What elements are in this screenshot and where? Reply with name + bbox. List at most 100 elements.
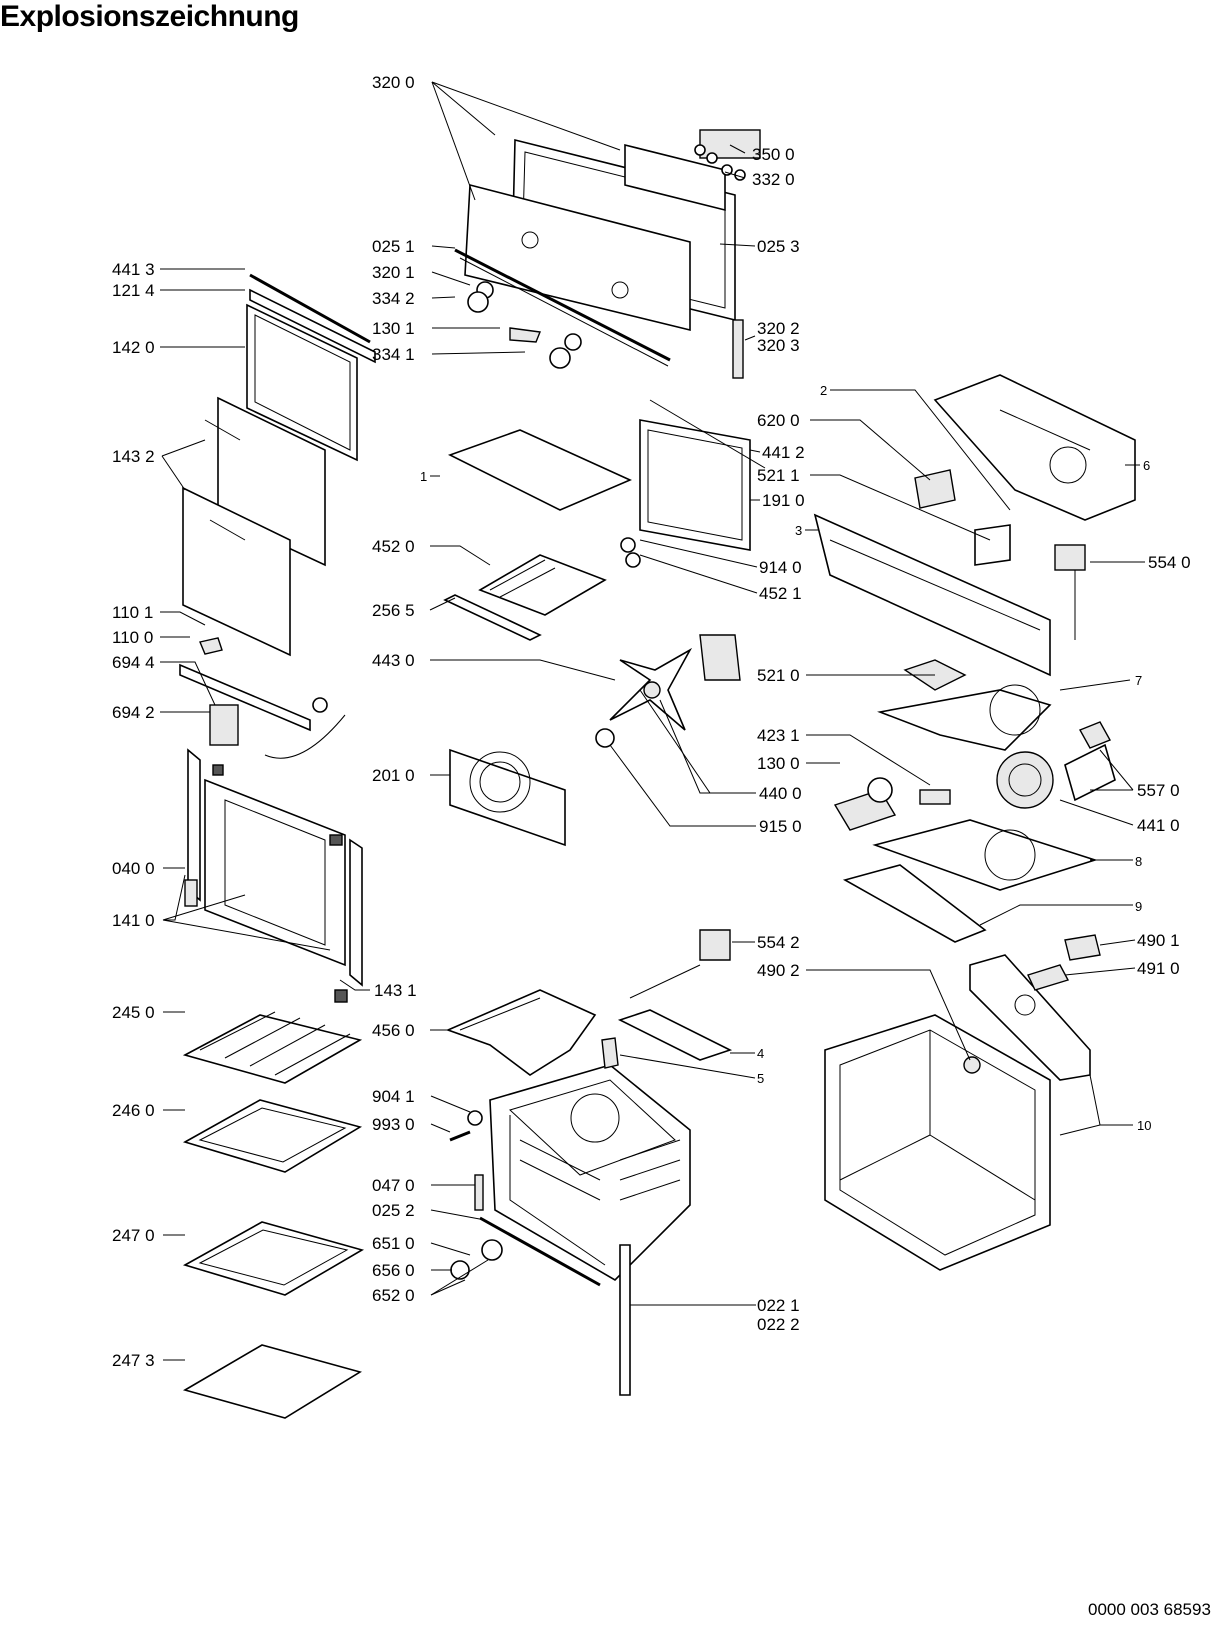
label-521-1: 521 1 (757, 466, 800, 485)
part-door-seal (639, 419, 751, 551)
leader-lines (160, 81, 1145, 1361)
label-247-0: 247 0 (112, 1226, 155, 1245)
part-tray-247 (182, 1221, 365, 1296)
label-025-2: 025 2 (372, 1201, 415, 1220)
label-554-2: 554 2 (757, 933, 800, 952)
label-652-0: 652 0 (372, 1286, 415, 1305)
part-housing-frame (824, 1014, 1051, 1271)
label-022-1: 022 1 (757, 1296, 800, 1315)
label-121-4: 121 4 (112, 281, 155, 300)
label-3: 3 (795, 523, 802, 538)
label-904-1: 904 1 (372, 1087, 415, 1106)
label-022-2: 022 2 (757, 1315, 800, 1334)
part-plate-7 (877, 689, 1052, 751)
label-443-0: 443 0 (372, 651, 415, 670)
part-cooling-housing (933, 374, 1136, 521)
label-6: 6 (1143, 458, 1150, 473)
part-hinge-047 (474, 1174, 484, 1211)
label-245-0: 245 0 (112, 1003, 155, 1022)
label-557-0: 557 0 (1137, 781, 1180, 800)
page-title: Explosionszeichnung (0, 0, 299, 33)
label-620-0: 620 0 (757, 411, 800, 430)
part-rear-support (813, 513, 1051, 677)
part-shapes (179, 129, 1136, 1419)
label-130-1: 130 1 (372, 319, 415, 338)
label-694-4: 694 4 (112, 653, 155, 672)
part-door-frame-left (187, 748, 201, 902)
label-456-0: 456 0 (372, 1021, 415, 1040)
label-441-2: 441 2 (762, 443, 805, 462)
part-door-glass-2 (182, 486, 291, 657)
label-334-2: 334 2 (372, 289, 415, 308)
label-651-0: 651 0 (372, 1234, 415, 1253)
label-10: 10 (1137, 1118, 1151, 1133)
label-9: 9 (1135, 899, 1142, 914)
part-control-panel-front (464, 183, 691, 332)
part-rack-245 (182, 1014, 363, 1084)
label-142-0: 142 0 (112, 338, 155, 357)
label-521-0: 521 0 (757, 666, 800, 685)
label-320-0: 320 0 (372, 73, 415, 92)
part-heater-cover (617, 1009, 733, 1061)
part-door-inner-glass (246, 303, 358, 462)
label-256-5: 256 5 (372, 601, 415, 620)
part-connector-490 (1064, 934, 1101, 961)
label-143-1: 143 1 (374, 981, 417, 1000)
label-490-2: 490 2 (757, 961, 800, 980)
label-423-1: 423 1 (757, 726, 800, 745)
label-452-0: 452 0 (372, 537, 415, 556)
part-connector-491 (1027, 964, 1070, 991)
label-320-3: 320 3 (757, 336, 800, 355)
label-491-0: 491 0 (1137, 959, 1180, 978)
label-1: 1 (420, 469, 427, 484)
label-914-0: 914 0 (759, 558, 802, 577)
label-130-0: 130 0 (757, 754, 800, 773)
part-oven-cavity (489, 1064, 691, 1282)
part-side-trim (732, 319, 744, 379)
label-441-0: 441 0 (1137, 816, 1180, 835)
label-554-0: 554 0 (1148, 553, 1191, 572)
label-915-0: 915 0 (759, 817, 802, 836)
part-plate-9 (842, 864, 987, 943)
label-246-0: 246 0 (112, 1101, 155, 1120)
part-cavity-roof (447, 429, 632, 511)
label-452-1: 452 1 (759, 584, 802, 603)
label-320-1: 320 1 (372, 263, 415, 282)
label-025-3: 025 3 (757, 237, 800, 256)
label-7: 7 (1135, 673, 1142, 688)
label-8: 8 (1135, 854, 1142, 869)
part-fan-motor (699, 634, 741, 681)
label-5: 5 (757, 1071, 764, 1086)
label-110-1: 110 1 (112, 603, 153, 622)
part-door-top-strip (249, 273, 371, 344)
document-number: 0000 003 68593 (1088, 1600, 1211, 1619)
label-656-0: 656 0 (372, 1261, 415, 1280)
label-2: 2 (820, 383, 827, 398)
label-047-0: 047 0 (372, 1176, 415, 1195)
label-334-1: 334 1 (372, 345, 415, 364)
label-350-0: 350 0 (752, 145, 795, 164)
part-thermostat (699, 929, 731, 961)
part-fan-cover (449, 748, 566, 847)
label-040-0: 040 0 (112, 859, 155, 878)
part-door-outer (204, 778, 346, 967)
label-4: 4 (757, 1046, 764, 1061)
part-bottom-heater (445, 989, 597, 1076)
label-247-3: 247 3 (112, 1351, 155, 1370)
label-191-0: 191 0 (762, 491, 805, 510)
label-441-3: 441 3 (112, 260, 155, 279)
part-display-bracket (624, 143, 726, 212)
label-332-0: 332 0 (752, 170, 795, 189)
label-320-2: 320 2 (757, 319, 800, 338)
label-694-2: 694 2 (112, 703, 155, 722)
part-side-rail (619, 1244, 631, 1396)
label-110-0: 110 0 (112, 628, 153, 647)
part-labels: 320 0 350 0 332 0 025 1 025 3 320 1 334 … (112, 73, 1191, 1370)
part-tangential-fan (996, 751, 1054, 809)
part-terminal-block (914, 469, 956, 509)
part-strip (454, 248, 671, 362)
part-top-heater (478, 554, 607, 616)
part-rack-247-3 (182, 1344, 362, 1419)
label-025-1: 025 1 (372, 237, 415, 256)
